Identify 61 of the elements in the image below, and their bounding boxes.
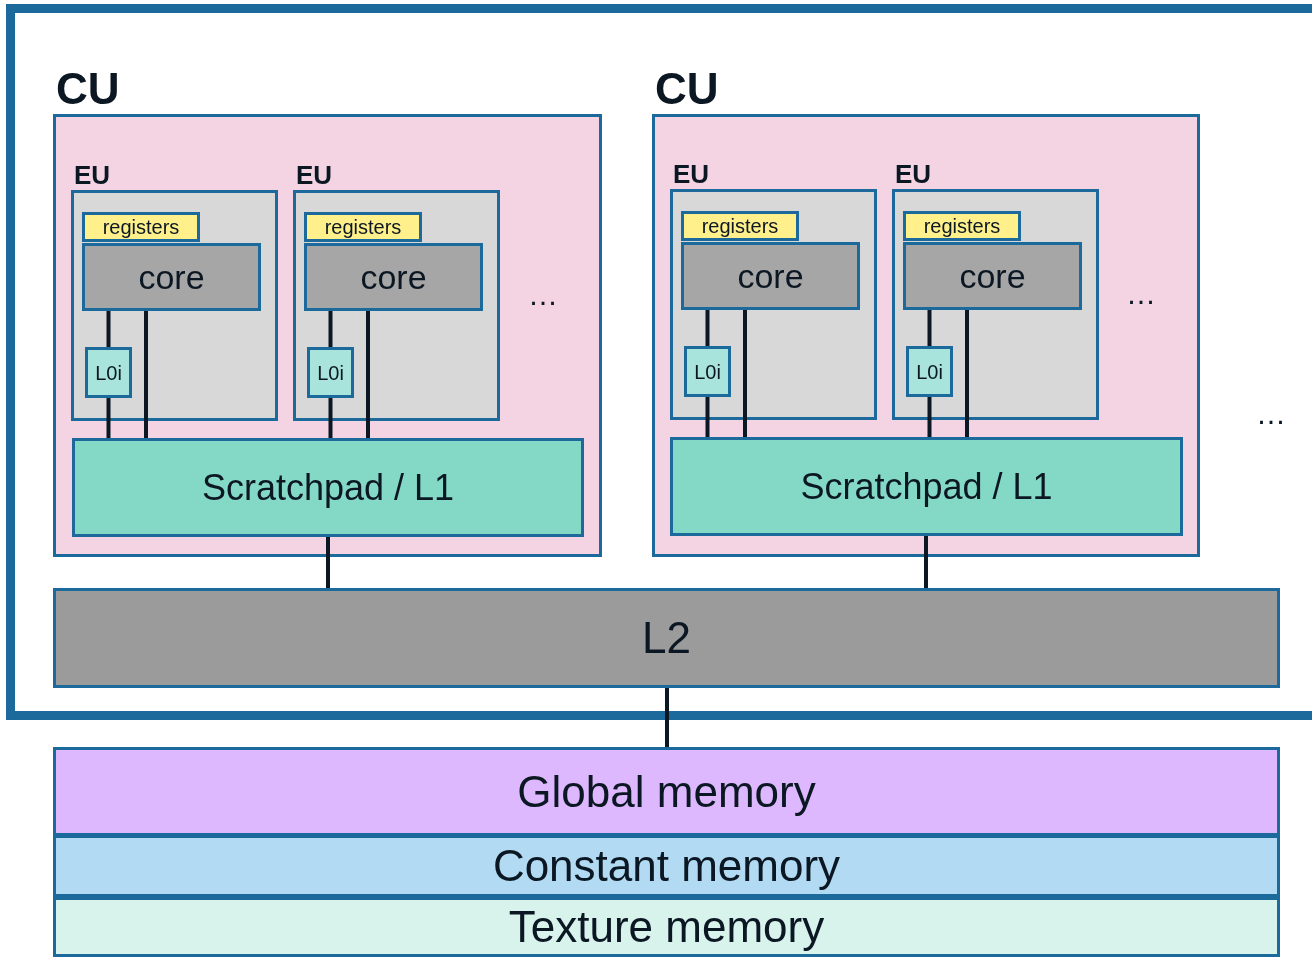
block-label: core: [737, 259, 804, 293]
ellipsis: …: [1126, 279, 1158, 309]
block-label: L0i: [95, 362, 122, 383]
block-label: L2: [642, 616, 691, 660]
cache-block: [906, 346, 953, 397]
l2-cache-bar: [53, 588, 1280, 688]
connector-line: [965, 310, 969, 437]
memory-bar: [53, 897, 1280, 957]
block-label: Constant memory: [492, 844, 841, 888]
device-frame: [6, 4, 1312, 720]
block-label: registers: [923, 216, 1001, 236]
cache-block: [307, 347, 354, 398]
unit-heading: CU: [655, 67, 719, 111]
connector-line: [927, 397, 932, 437]
block-label: L0i: [916, 361, 943, 382]
block-label: core: [138, 260, 205, 294]
block-label: Global memory: [517, 769, 816, 814]
register-block: [903, 211, 1021, 241]
unit-heading: EU: [895, 161, 932, 187]
connector-line: [924, 536, 928, 588]
block-label: L0i: [694, 361, 721, 382]
ellipsis: …: [528, 280, 560, 310]
scratchpad-block: [670, 437, 1183, 536]
block-label: registers: [701, 216, 779, 236]
connector-line: [705, 397, 710, 437]
connector-line: [366, 311, 370, 438]
block-label: registers: [102, 217, 180, 237]
block-label: core: [360, 260, 427, 294]
core-block: [304, 243, 483, 311]
cache-block: [85, 347, 132, 398]
connector-line: [326, 537, 330, 588]
block-label: Scratchpad / L1: [201, 469, 455, 506]
block-label: Texture memory: [508, 905, 825, 949]
unit-heading: CU: [56, 67, 120, 111]
ellipsis: …: [1256, 399, 1288, 429]
connector-line: [705, 310, 710, 346]
memory-bar: [53, 835, 1280, 897]
block-label: core: [959, 259, 1026, 293]
block-label: Scratchpad / L1: [800, 468, 1053, 505]
connector-line: [328, 398, 333, 438]
register-block: [304, 212, 422, 242]
connector-line: [665, 688, 669, 747]
unit-heading: EU: [74, 162, 111, 188]
core-block: [82, 243, 261, 311]
register-block: [681, 211, 799, 241]
connector-line: [328, 311, 333, 347]
connector-line: [106, 311, 111, 347]
block-label: L0i: [317, 362, 344, 383]
connector-line: [743, 310, 747, 437]
unit-heading: EU: [296, 162, 333, 188]
scratchpad-block: [72, 438, 584, 537]
core-block: [681, 242, 860, 310]
cache-block: [684, 346, 731, 397]
register-block: [82, 212, 200, 242]
memory-bar: [53, 747, 1280, 836]
core-block: [903, 242, 1082, 310]
connector-line: [927, 310, 932, 346]
connector-line: [106, 398, 111, 438]
unit-heading: EU: [673, 161, 710, 187]
connector-line: [144, 311, 148, 438]
block-label: registers: [324, 217, 402, 237]
